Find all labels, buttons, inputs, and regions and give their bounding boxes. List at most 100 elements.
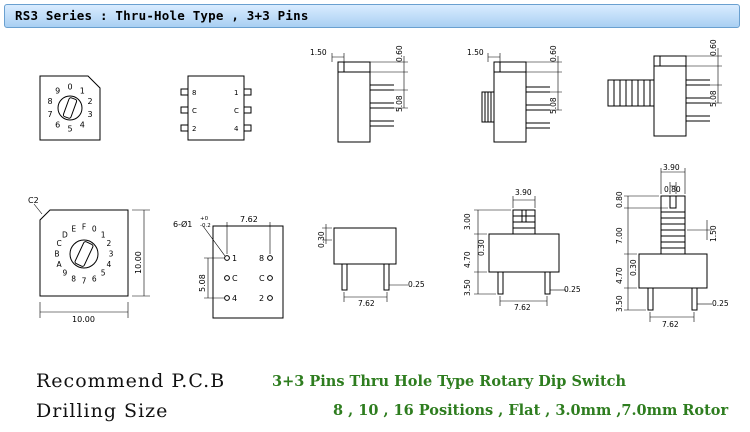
pcb-hole — [267, 295, 273, 301]
dial-top-body — [39, 75, 101, 141]
flat-front-view: 0.30 7.62 0.25 — [317, 224, 425, 308]
dial-position-label: C — [56, 239, 61, 248]
dim-rotor3-body-h: 4.70 — [463, 251, 472, 268]
footer-product-title: 3+3 Pins Thru Hole Type Rotary Dip Switc… — [272, 373, 627, 390]
dim-pitch: 5.08 — [395, 95, 404, 112]
dial-top-slot — [62, 97, 78, 119]
dial-position-label: 9 — [55, 87, 60, 96]
dial-position-label: 4 — [80, 121, 85, 130]
dim-body-height: 10.00 — [134, 251, 143, 274]
dim-pcb-pitch: 5.08 — [198, 274, 207, 292]
dim-width: 1.50 — [310, 48, 327, 57]
dial-top-knob — [57, 95, 83, 121]
rotor3-body — [488, 233, 560, 273]
dim-top: 0.60 — [549, 45, 558, 62]
front-pin-right-2 — [243, 106, 252, 114]
dim-top: 0.60 — [709, 39, 718, 56]
corner-label: C2 — [28, 196, 39, 205]
dial-position-label: 1 — [80, 87, 85, 96]
front-pin-label: 2 — [192, 125, 196, 133]
dial-position-label: 2 — [87, 97, 92, 106]
footer-recommend-line1: Recommend P.C.B — [36, 370, 226, 392]
dim-width: 1.50 — [467, 48, 484, 57]
rotor3-front-view: 3.90 3.00 4.70 0.30 3.50 7.62 0.25 — [463, 188, 581, 312]
dial-position-label: D — [62, 230, 68, 239]
dim-rotor7-gap: 0.30 — [629, 259, 638, 276]
dim-rotor7-tab-h: 0.80 — [615, 191, 624, 208]
dial-position-label: E — [71, 225, 76, 234]
dim-pitch: 5.08 — [549, 97, 558, 114]
dim-flat-span: 7.62 — [358, 299, 375, 308]
series-header: RS3 Series : Thru-Hole Type , 3+3 Pins — [4, 4, 740, 28]
front-pin-left-2 — [180, 106, 189, 114]
dim-rotor3-knob-h: 3.00 — [463, 213, 472, 230]
dim-top: 0.60 — [395, 45, 404, 62]
dial-16-slot — [74, 241, 94, 267]
dim-rotor7-knob-w: 3.90 — [663, 163, 680, 172]
dial-position-label: 0 — [67, 83, 72, 92]
dial-position-label: 4 — [107, 260, 112, 269]
dim-rotor3-pin: 0.25 — [564, 285, 581, 294]
dial-position-label: 2 — [107, 239, 112, 248]
pcb-pin-label: 1 — [232, 254, 237, 263]
footer-recommend-line2: Drilling Size — [36, 400, 169, 422]
side-flat-body — [337, 61, 371, 143]
dim-flat-height: 0.30 — [317, 231, 326, 248]
dim-rotor7-side: 1.50 — [709, 225, 718, 242]
dial-position-label: 3 — [109, 250, 114, 259]
side-view-3mm: 1.50 0.60 5.08 — [467, 45, 562, 143]
pcb-hole-label: 6-Ø1 — [173, 219, 192, 229]
dial-16-knob — [69, 239, 99, 269]
pcb-hole — [267, 275, 273, 281]
dim-rotor7-tab-w: 0.80 — [664, 185, 681, 194]
dim-pcb-width: 7.62 — [240, 215, 258, 224]
dial-position-label: 5 — [67, 125, 72, 134]
dim-rotor7-body-h: 4.70 — [615, 267, 624, 284]
front-pin-label: 8 — [192, 89, 196, 97]
pcb-pin-label: C — [259, 274, 265, 283]
front-pin-right-3 — [243, 124, 252, 132]
dial-position-label: 6 — [55, 121, 60, 130]
dim-rotor7-leg: 3.50 — [615, 295, 624, 312]
front-pin-left-3 — [180, 124, 189, 132]
dim-rotor7-knob-h: 7.00 — [615, 227, 624, 244]
dial-position-label: 8 — [71, 274, 76, 283]
rotor7-front-view: 3.90 0.80 0.80 7.00 4.70 0.30 3.50 1.50 … — [615, 163, 729, 329]
dial-position-label: 0 — [92, 225, 97, 234]
dim-rotor3-gap: 0.30 — [477, 239, 486, 256]
pcb-tol-minus: -0.2 — [200, 223, 211, 229]
dim-rotor3-leg: 3.50 — [463, 279, 472, 296]
dial-position-label: 6 — [92, 274, 97, 283]
pcb-hole — [224, 275, 230, 281]
series-title: RS3 Series : Thru-Hole Type , 3+3 Pins — [15, 8, 309, 23]
side-3mm-body — [493, 61, 527, 143]
pcb-pin-label: 8 — [259, 254, 264, 263]
dim-rotor7-pin: 0.25 — [712, 299, 729, 308]
flat-body — [333, 227, 397, 265]
pcb-outline — [212, 225, 284, 319]
side-7mm-knob — [607, 79, 655, 107]
dial-16-body — [39, 209, 129, 297]
dim-rotor7-span: 7.62 — [662, 320, 679, 329]
front-pin-label: C — [192, 107, 197, 115]
rotor7-knob — [660, 195, 686, 255]
dim-pitch: 5.08 — [709, 90, 718, 107]
dial-position-label: 7 — [82, 277, 87, 286]
side-view-7mm: 0.60 5.08 — [607, 39, 722, 137]
front-pin-label: C — [234, 107, 239, 115]
dial-position-label: F — [82, 223, 86, 232]
dial-position-label: 3 — [87, 110, 92, 119]
pcb-hole — [224, 295, 230, 301]
dim-body-width: 10.00 — [72, 315, 95, 324]
pcb-hole — [224, 255, 230, 261]
dial-position-label: 5 — [101, 269, 106, 278]
dial-position-label: B — [54, 250, 59, 259]
front-pin-label: 4 — [234, 125, 239, 133]
dial-position-label: 8 — [47, 97, 52, 106]
footer-product-subtitle: 8 , 10 , 16 Positions , Flat , 3.0mm ,7.… — [333, 402, 729, 419]
dim-rotor3-span: 7.62 — [514, 303, 531, 312]
